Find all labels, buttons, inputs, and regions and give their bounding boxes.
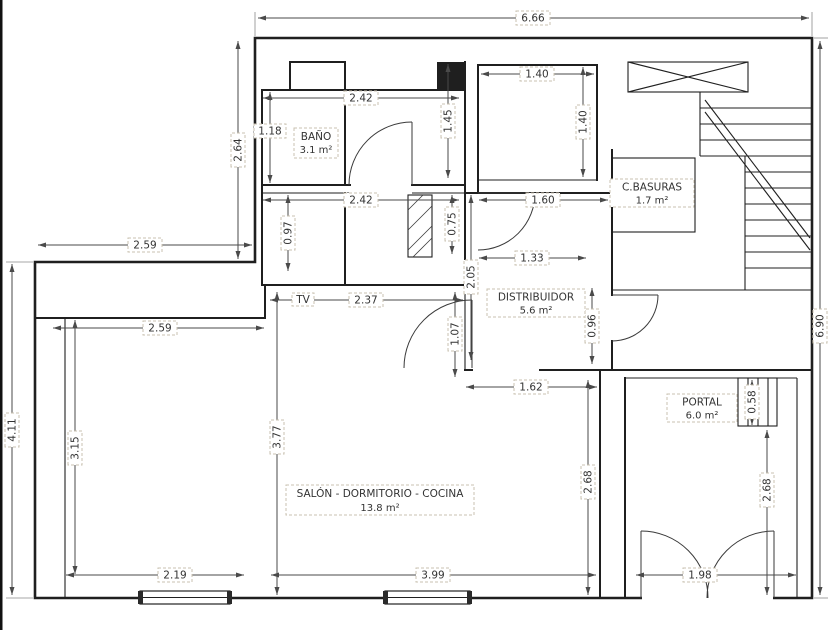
room-area: 13.8 m² bbox=[360, 503, 399, 514]
room-name: C.BASURAS bbox=[622, 182, 682, 194]
dim-value: 1.98 bbox=[688, 570, 711, 582]
dim-dist-inner: 1.07 bbox=[447, 292, 463, 377]
dim-value: 1.45 bbox=[443, 109, 455, 132]
room-name: DISTRIBUIDOR bbox=[498, 292, 574, 304]
shaft-solid bbox=[437, 62, 465, 90]
entrance-double-door bbox=[640, 530, 775, 599]
duct bbox=[407, 194, 433, 258]
dim-mid-room-top: 1.40 bbox=[481, 66, 594, 82]
dim-left-step: 2.59 bbox=[38, 237, 252, 253]
windows bbox=[138, 590, 472, 605]
image-edge-line bbox=[0, 0, 3, 630]
dim-door-right: 1.98 bbox=[636, 567, 796, 583]
room-labels: BAÑO 3.1 m² C.BASURAS 1.7 m² DISTRIBUIDO… bbox=[285, 127, 738, 516]
dim-value: 0.75 bbox=[447, 212, 459, 235]
dim-bath-left: 1.18 bbox=[253, 92, 287, 183]
walls bbox=[33, 36, 814, 600]
dim-value: 4.11 bbox=[7, 418, 19, 441]
dim-dist-top: 1.60 bbox=[479, 192, 608, 208]
dim-value: 2.42 bbox=[349, 195, 372, 207]
dim-win-left: 2.19 bbox=[66, 567, 244, 583]
dim-value: 0.58 bbox=[747, 390, 759, 413]
dim-tv-width: TV 2.37 bbox=[270, 292, 463, 308]
dim-top-width: 6.66 bbox=[254, 10, 813, 36]
dim-left-lower: 4.11 bbox=[4, 261, 33, 599]
dim-bath-top: 2.42 bbox=[263, 90, 459, 106]
room-name: PORTAL bbox=[682, 397, 722, 409]
dim-value: 1.40 bbox=[578, 110, 590, 133]
dim-salon-inner: 3.77 bbox=[269, 292, 285, 595]
dim-value: 2.42 bbox=[349, 93, 372, 105]
dim-value: 2.64 bbox=[233, 138, 245, 162]
window-left bbox=[138, 590, 232, 605]
room-label-salon: SALÓN - DORMITORIO - COCINA 13.8 m² bbox=[285, 484, 475, 516]
dim-right-height: 6.90 bbox=[812, 37, 828, 599]
dim-value: 1.07 bbox=[450, 322, 462, 345]
dim-value: 6.66 bbox=[521, 13, 545, 25]
dim-value: 0.96 bbox=[587, 314, 599, 338]
room-name: BAÑO bbox=[301, 130, 332, 143]
stair-cut-line bbox=[704, 99, 811, 239]
door-distributor-portal bbox=[611, 294, 659, 342]
dim-value: 1.33 bbox=[520, 253, 543, 265]
room-area: 5.6 m² bbox=[520, 306, 553, 317]
dim-value: 2.19 bbox=[163, 570, 186, 582]
dim-value: 0.97 bbox=[283, 221, 295, 244]
dim-value: 3.77 bbox=[272, 425, 284, 448]
room-area: 6.0 m² bbox=[686, 411, 719, 422]
room-label-portal: PORTAL 6.0 m² bbox=[666, 393, 738, 423]
dim-value: 2.37 bbox=[354, 295, 377, 307]
dim-value: 2.59 bbox=[133, 240, 156, 252]
dim-value: 3.15 bbox=[70, 436, 82, 459]
dim-value: 6.90 bbox=[815, 314, 827, 337]
dim-value: 1.18 bbox=[258, 126, 281, 138]
dim-hall-left: 0.97 bbox=[280, 195, 296, 271]
room-area: 3.1 m² bbox=[300, 145, 333, 156]
dim-dist-bottom: 1.62 bbox=[466, 379, 597, 395]
dim-value: 2.68 bbox=[762, 478, 774, 501]
tv-label: TV bbox=[295, 294, 310, 306]
dim-duct-right: 0.75 bbox=[444, 195, 460, 254]
room-area: 1.7 m² bbox=[636, 196, 669, 207]
door-bath-room bbox=[348, 121, 413, 186]
dim-salon-left: 3.15 bbox=[67, 320, 83, 574]
dim-salon-right: 2.68 bbox=[580, 380, 596, 595]
dim-left-upper: 2.64 bbox=[230, 41, 246, 259]
dim-value: 3.99 bbox=[421, 570, 444, 582]
dim-portal-steps: 0.58 bbox=[744, 380, 760, 425]
dim-mid-room-right: 1.40 bbox=[575, 67, 591, 177]
dim-salon-top: 2.59 bbox=[53, 320, 264, 336]
dim-value: 1.62 bbox=[519, 382, 542, 394]
dim-value: 1.60 bbox=[531, 195, 554, 207]
dim-dist-mid: 1.33 bbox=[479, 250, 586, 266]
room-label-distribuidor: DISTRIBUIDOR 5.6 m² bbox=[486, 288, 586, 318]
dim-win-mid: 3.99 bbox=[271, 567, 596, 583]
room-label-cbasuras: C.BASURAS 1.7 m² bbox=[609, 178, 695, 208]
outer-wall bbox=[33, 36, 814, 600]
chimney-outline bbox=[289, 61, 346, 91]
room-name: SALÓN - DORMITORIO - COCINA bbox=[297, 487, 465, 500]
staircase bbox=[627, 61, 812, 290]
dim-value: 2.68 bbox=[583, 470, 595, 493]
room-label-bano: BAÑO 3.1 m² bbox=[293, 127, 339, 159]
dim-value: 2.59 bbox=[148, 323, 171, 335]
dim-dist-right: 0.96 bbox=[584, 288, 600, 364]
dim-bath-right: 1.45 bbox=[440, 64, 456, 178]
dim-value: 1.40 bbox=[525, 69, 548, 81]
dim-portal-right: 2.68 bbox=[759, 430, 775, 595]
dimensions: 6.66 2.42 1.40 2.42 1.60 bbox=[4, 10, 828, 599]
stair-cut-line bbox=[704, 111, 811, 251]
dim-value: 2.05 bbox=[466, 265, 478, 288]
dim-bath-bottom: 2.42 bbox=[263, 192, 459, 208]
dim-dist-left: 2.05 bbox=[463, 195, 479, 360]
window-mid bbox=[383, 590, 472, 605]
